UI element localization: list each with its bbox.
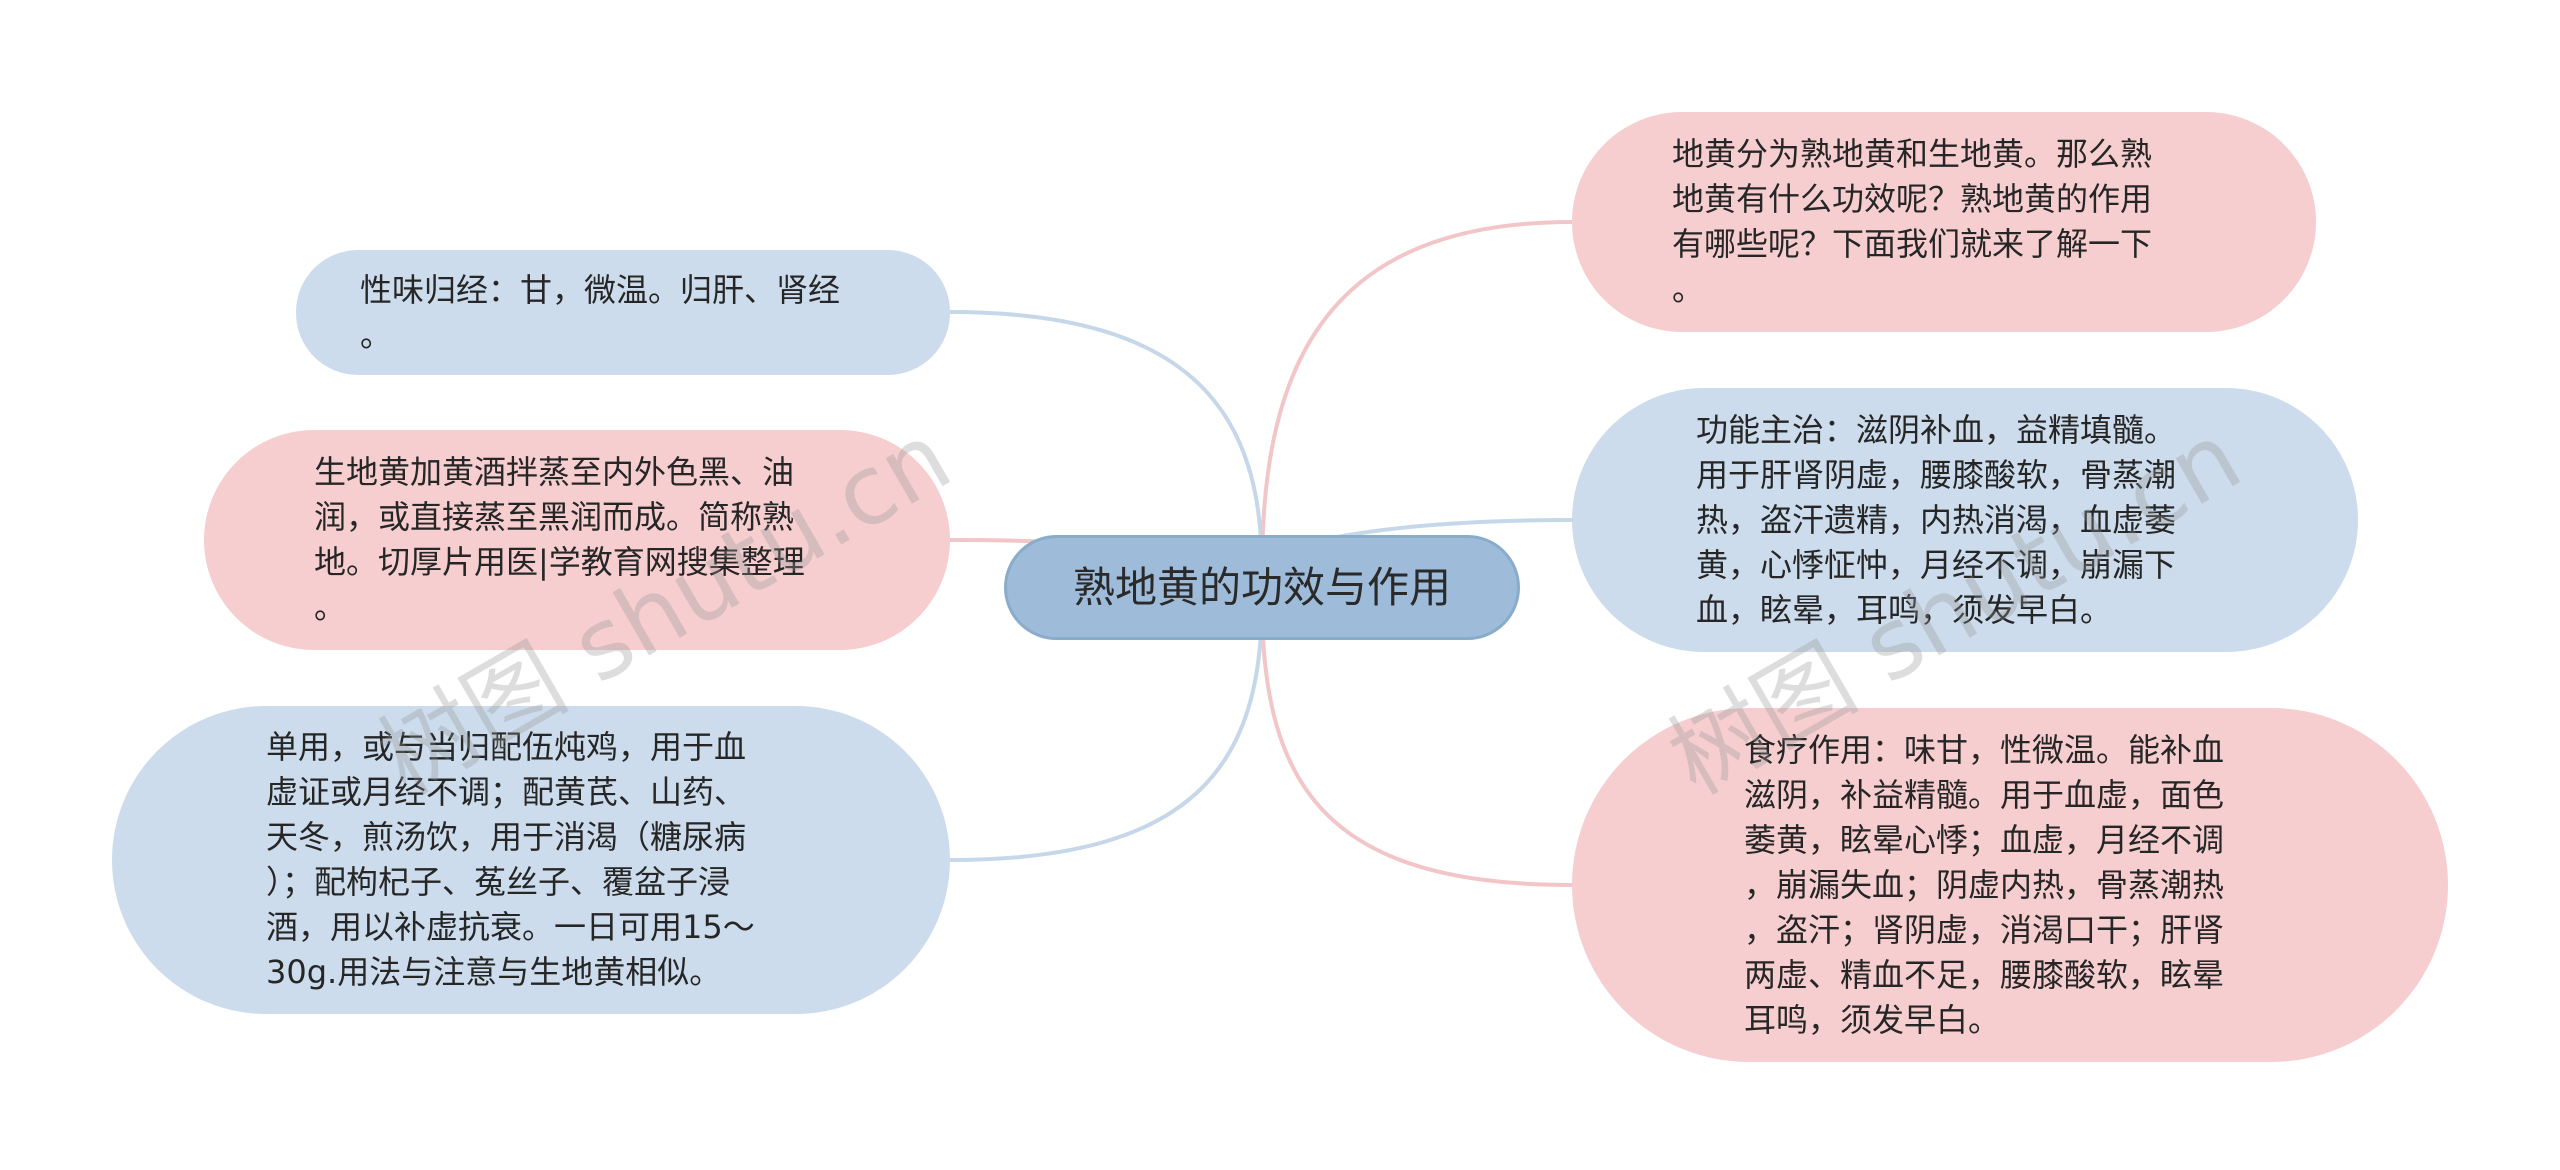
branch-right-1-text: 地黄分为熟地黄和生地黄。那么熟 地黄有什么功效呢？熟地黄的作用 有哪些呢？下面我… [1672, 135, 2153, 308]
branch-left-2[interactable]: 生地黄加黄酒拌蒸至内外色黑、油 润，或直接蒸至黑润而成。简称熟 地。切厚片用医|… [204, 430, 950, 650]
connector-right-1 [1260, 220, 1573, 571]
branch-left-3-text: 单用，或与当归配伍炖鸡，用于血 虚证或月经不调；配黄芪、山药、 天冬，煎汤饮，用… [266, 728, 755, 991]
connector-right-3 [1260, 599, 1573, 887]
branch-right-1[interactable]: 地黄分为熟地黄和生地黄。那么熟 地黄有什么功效呢？熟地黄的作用 有哪些呢？下面我… [1572, 112, 2316, 332]
branch-left-2-text: 生地黄加黄酒拌蒸至内外色黑、油 润，或直接蒸至黑润而成。简称熟 地。切厚片用医|… [314, 453, 805, 626]
branch-right-2[interactable]: 功能主治：滋阴补血，益精填髓。 用于肝肾阴虚，腰膝酸软，骨蒸潮 热，盗汗遗精，内… [1572, 388, 2358, 652]
center-topic-label: 熟地黄的功效与作用 [1072, 562, 1451, 612]
branch-right-3-text: 食疗作用：味甘，性微温。能补血 滋阴，补益精髓。用于血虚，面色 萎黄，眩晕心悸；… [1744, 730, 2225, 1039]
branch-left-3[interactable]: 单用，或与当归配伍炖鸡，用于血 虚证或月经不调；配黄芪、山药、 天冬，煎汤饮，用… [112, 706, 950, 1014]
branch-right-2-text: 功能主治：滋阴补血，益精填髓。 用于肝肾阴虚，腰膝酸软，骨蒸潮 热，盗汗遗精，内… [1696, 410, 2177, 629]
center-topic[interactable]: 熟地黄的功效与作用 [1004, 535, 1520, 640]
connector-left-1 [949, 310, 1264, 571]
connector-left-3 [949, 599, 1264, 862]
branch-left-1[interactable]: 性味归经：甘，微温。归肝、肾经 。 [296, 250, 950, 375]
branch-left-1-text: 性味归经：甘，微温。归肝、肾经 。 [360, 270, 841, 354]
branch-right-3[interactable]: 食疗作用：味甘，性微温。能补血 滋阴，补益精髓。用于血虚，面色 萎黄，眩晕心悸；… [1572, 708, 2448, 1062]
